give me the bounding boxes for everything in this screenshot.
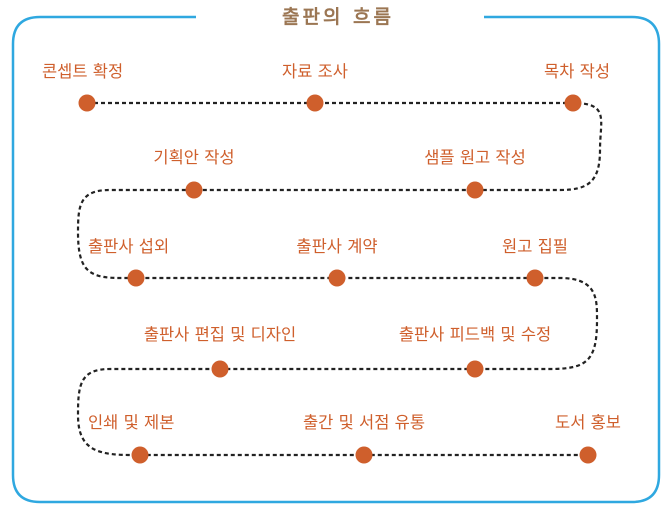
step-label-1: 콘셉트 확정 — [42, 62, 124, 81]
step-node-3 — [564, 94, 582, 112]
step-label-2: 자료 조사 — [282, 62, 348, 81]
step-label-13: 도서 홍보 — [555, 413, 621, 432]
step-label-11: 인쇄 및 제본 — [88, 413, 175, 432]
step-node-12 — [355, 446, 373, 464]
step-label-10: 출판사 편집 및 디자인 — [143, 325, 297, 344]
step-label-5: 기획안 작성 — [153, 148, 235, 167]
step-label-7: 출판사 계약 — [296, 237, 378, 256]
step-node-4 — [466, 181, 484, 199]
step-node-13 — [579, 446, 597, 464]
step-label-12: 출간 및 서점 유통 — [303, 413, 425, 432]
step-node-11 — [131, 446, 149, 464]
step-node-9 — [466, 360, 484, 378]
frame-border — [11, 15, 661, 504]
step-label-3: 목차 작성 — [544, 62, 610, 81]
step-node-7 — [328, 269, 346, 287]
step-label-8: 원고 집필 — [502, 237, 568, 256]
diagram-title: 출판의 흐름 — [196, 4, 480, 30]
step-label-9: 출판사 피드백 및 수정 — [398, 325, 552, 344]
step-node-1 — [78, 94, 96, 112]
step-node-2 — [306, 94, 324, 112]
step-label-4: 샘플 원고 작성 — [424, 148, 526, 167]
step-node-6 — [127, 269, 145, 287]
step-node-5 — [185, 181, 203, 199]
step-node-8 — [526, 269, 544, 287]
step-label-6: 출판사 섭외 — [88, 237, 170, 256]
step-node-10 — [211, 360, 229, 378]
